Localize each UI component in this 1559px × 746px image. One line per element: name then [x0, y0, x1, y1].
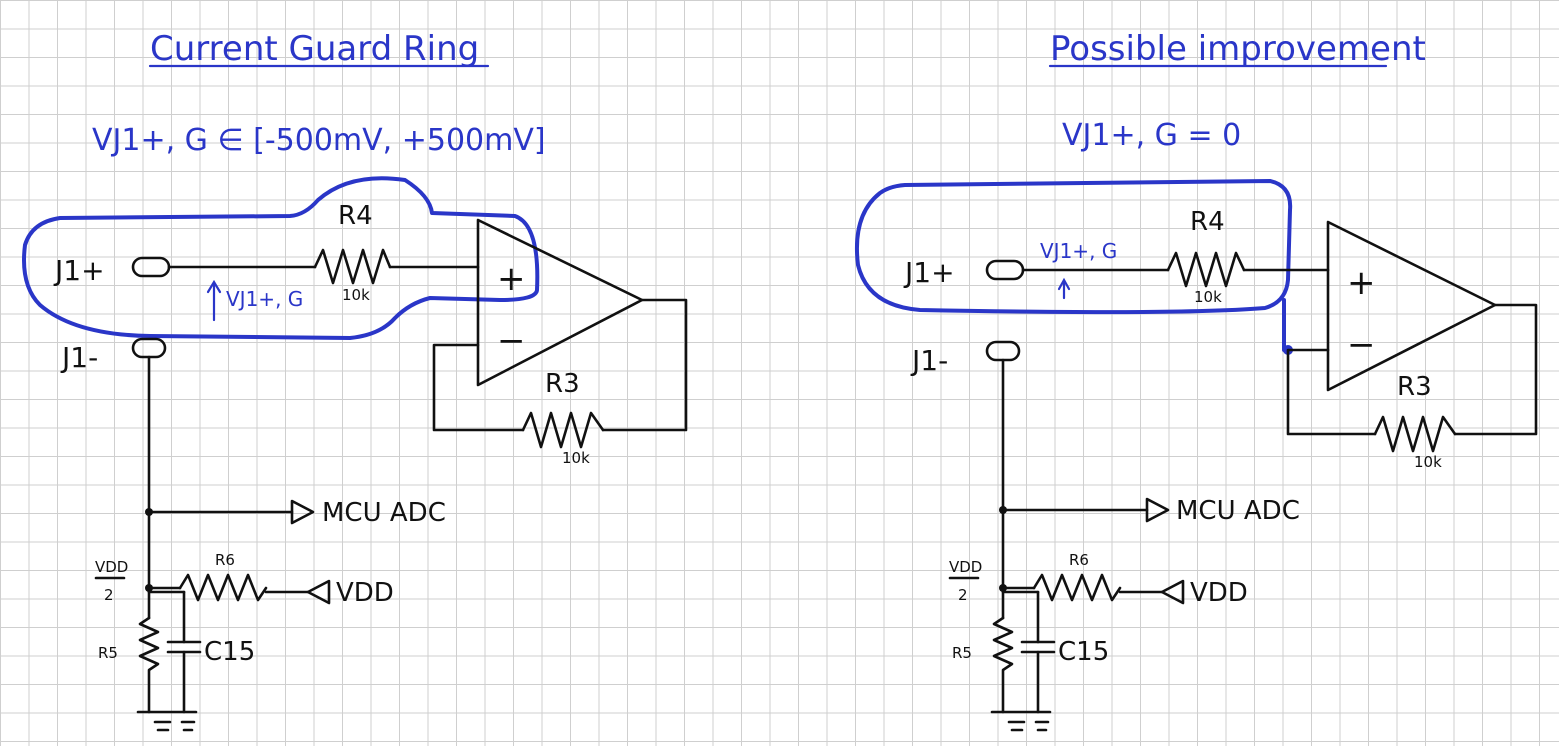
right-r5-resistor [992, 616, 1014, 714]
right-r3-resistor [1373, 415, 1457, 453]
left-r3-resistor [521, 411, 605, 449]
right-j1-minus-label: J1- [910, 344, 948, 377]
right-vj-label: VJ1+, G [1040, 239, 1117, 263]
right-r4-value: 10k [1194, 288, 1222, 306]
left-title: Current Guard Ring [150, 29, 479, 69]
right-schematic: Possible improvement VJ1+, G = 0 J1+ R4 … [854, 29, 1538, 732]
left-r5-resistor [138, 616, 160, 714]
right-vdd-half-num: VDD [949, 558, 982, 576]
left-vj-label: VJ1+, G [226, 287, 303, 311]
left-opamp-plus: + [497, 259, 526, 299]
left-opamp-minus: − [497, 321, 526, 361]
left-guard-ring [22, 176, 540, 340]
left-r3-value: 10k [562, 449, 590, 467]
right-r4-label: R4 [1190, 207, 1225, 237]
left-voltage-arrow-icon [206, 279, 222, 322]
right-vdd-half-den: 2 [958, 586, 968, 604]
right-mcu-adc-label: MCU ADC [1176, 496, 1300, 526]
right-r5-label: R5 [952, 644, 972, 662]
right-r3-value: 10k [1414, 453, 1442, 471]
left-mcu-adc-label: MCU ADC [322, 498, 446, 528]
right-vdd-label: VDD [1190, 578, 1248, 608]
left-j1-plus-terminal [131, 256, 171, 278]
left-equation: VJ1+, G ∈ [-500mV, +500mV] [92, 123, 546, 158]
left-j1-minus-terminal [131, 337, 167, 359]
left-vdd-label: VDD [336, 578, 394, 608]
right-feedback-wire-in [1286, 348, 1377, 436]
left-opamp-symbol [476, 218, 644, 387]
right-feedback-wire-out [1453, 303, 1538, 436]
right-r4-resistor [1166, 251, 1246, 288]
left-schematic: Current Guard Ring VJ1+, G ∈ [-500mV, +5… [22, 29, 688, 732]
left-feedback-wire-out [601, 298, 688, 432]
right-r3-label: R3 [1397, 372, 1432, 402]
right-r6-resistor [1032, 573, 1122, 602]
left-adc-arrow-icon [290, 499, 315, 525]
right-c15-label: C15 [1058, 637, 1109, 667]
right-title: Possible improvement [1050, 29, 1426, 69]
right-j1-minus-terminal [985, 340, 1021, 362]
right-ground-icon [1007, 720, 1050, 732]
left-r4-label: R4 [338, 201, 373, 231]
left-r6-label: R6 [215, 551, 235, 569]
left-r4-resistor [313, 248, 392, 285]
right-adc-arrow-icon [1145, 497, 1170, 523]
right-r6-label: R6 [1069, 551, 1089, 569]
left-r3-label: R3 [545, 369, 580, 399]
right-opamp-symbol [1326, 220, 1497, 392]
left-vdd-half-num: VDD [95, 558, 128, 576]
left-j1-minus-label: J1- [60, 341, 98, 374]
left-ground-icon [153, 720, 196, 732]
left-j1-plus-label: J1+ [53, 254, 105, 287]
right-opamp-minus: − [1347, 325, 1376, 365]
left-c15-label: C15 [204, 637, 255, 667]
right-j1-plus-label: J1+ [903, 256, 955, 289]
right-guard-ring [854, 179, 1293, 315]
right-j1-plus-terminal [985, 259, 1025, 281]
right-equation: VJ1+, G = 0 [1062, 118, 1241, 153]
left-r5-label: R5 [98, 644, 118, 662]
right-opamp-plus: + [1347, 263, 1376, 303]
right-voltage-arrow-icon [1057, 277, 1071, 300]
left-feedback-wire-in [432, 343, 525, 432]
left-r6-resistor [178, 573, 268, 602]
right-vdd-arrow-icon [1160, 579, 1185, 605]
left-vdd-arrow-icon [306, 579, 331, 605]
left-r4-value: 10k [342, 286, 370, 304]
left-vdd-half-den: 2 [104, 586, 114, 604]
